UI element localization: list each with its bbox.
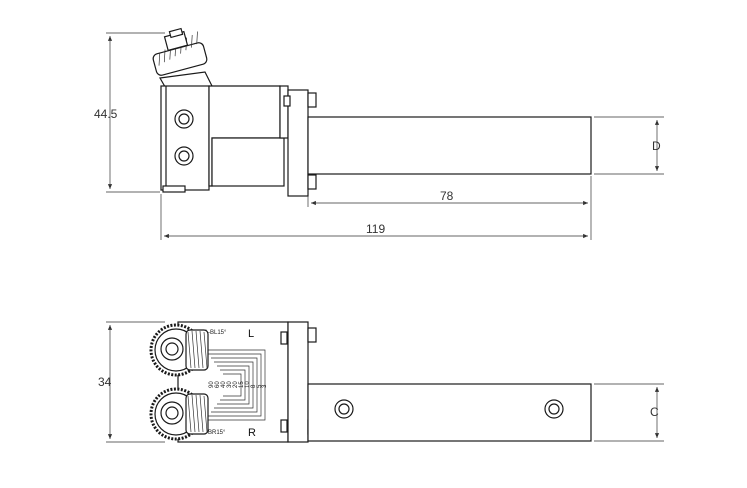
screw-icon xyxy=(334,399,354,419)
scale-values: 90 60 40 30 20 15 10 8 5 3 xyxy=(209,381,268,388)
upper-knurl-wheel xyxy=(149,323,209,377)
svg-text:10: 10 xyxy=(245,381,251,388)
adjuster-knob xyxy=(152,27,213,93)
screw-icon xyxy=(544,399,564,419)
screw-icon xyxy=(174,146,194,166)
svg-text:20: 20 xyxy=(233,381,239,388)
bottom-height-dim-label: 34 xyxy=(98,375,112,389)
height-dim-label: 44.5 xyxy=(94,107,118,121)
screw-icon xyxy=(174,109,194,129)
side-view: 44.5 D 78 119 xyxy=(94,27,664,240)
svg-text:60: 60 xyxy=(215,381,221,388)
svg-text:3: 3 xyxy=(262,384,268,388)
svg-text:5: 5 xyxy=(257,384,263,388)
right-mark: R xyxy=(248,427,256,439)
lower-knurl-label: AA-BR15° xyxy=(198,430,226,436)
shank-length-dim-label: 78 xyxy=(440,189,454,203)
svg-text:40: 40 xyxy=(221,381,227,388)
scale-bracket xyxy=(205,349,266,421)
svg-text:90: 90 xyxy=(209,381,215,388)
bottom-shank-dim-label: C xyxy=(650,405,659,419)
svg-text:15: 15 xyxy=(239,381,245,388)
shank-dim-label: D xyxy=(652,139,661,153)
left-mark: L xyxy=(248,328,254,340)
top-view: 90 60 40 30 20 15 10 8 5 3 AA-BL15° AA-B… xyxy=(98,321,664,443)
shank xyxy=(307,383,592,442)
clamp-plate xyxy=(287,89,309,197)
svg-text:30: 30 xyxy=(227,381,233,388)
lower-knurl-wheel xyxy=(149,387,209,441)
clamp-plate xyxy=(287,321,309,443)
head-lower xyxy=(211,137,285,187)
shank xyxy=(307,116,592,175)
head-block xyxy=(160,85,210,191)
total-length-dim-label: 119 xyxy=(366,222,385,236)
svg-text:8: 8 xyxy=(251,384,257,388)
upper-knurl-label: AA-BL15° xyxy=(200,330,227,336)
